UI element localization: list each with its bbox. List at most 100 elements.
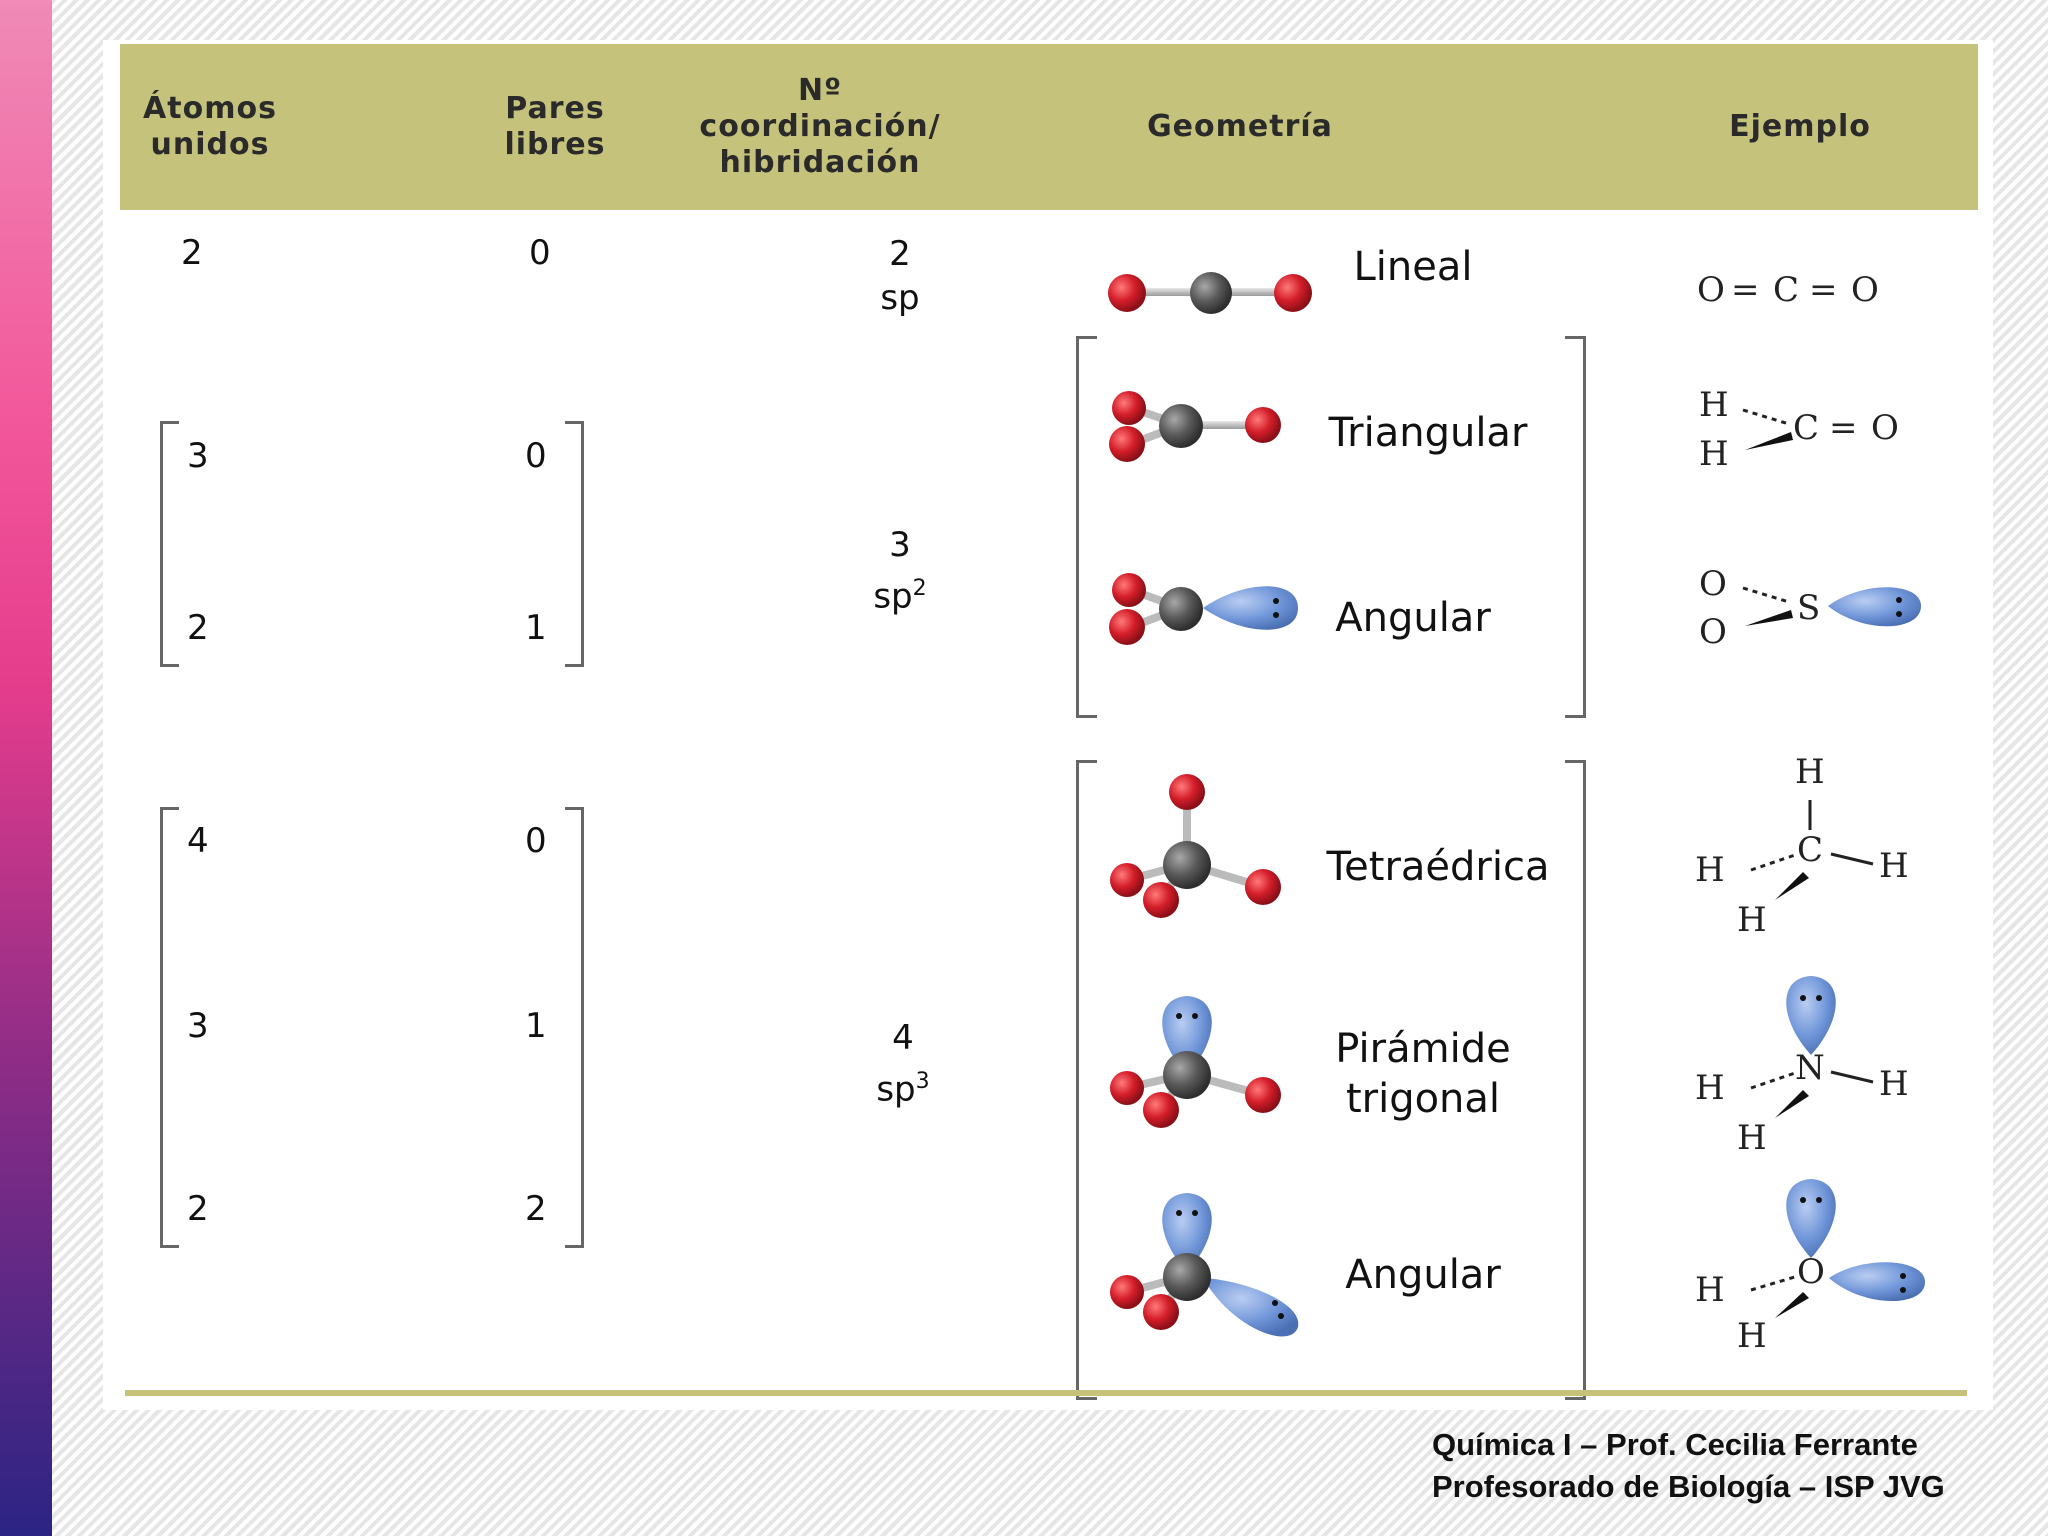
example-h2o-bonds: [1750, 1179, 1925, 1318]
pairs-row-1: 0: [529, 233, 551, 273]
header-pairs: Pares libres: [504, 91, 606, 162]
lone-pair-lobe: [1786, 976, 1836, 1055]
header-coordination: Nº coordinación/ hibridación: [699, 73, 941, 180]
slide-content: Átomos unidos Pares libres Nº coordinaci…: [103, 40, 1993, 1410]
oxygen-atom: [1110, 863, 1144, 897]
pairs-row-4: 0: [525, 821, 547, 861]
lone-pair-lobe: [1203, 586, 1298, 630]
double-bond: =: [1731, 270, 1760, 310]
atoms-row-5: 3: [187, 1006, 209, 1046]
coordination-number: 4: [892, 1018, 914, 1058]
carbon-atom: [1163, 1051, 1211, 1099]
carbon-atom: [1163, 1253, 1211, 1301]
atom-label: H: [1879, 1064, 1909, 1104]
atom-label: H: [1695, 850, 1725, 890]
oxygen-atom: [1143, 1294, 1179, 1330]
geometry-angular-sp3: Angular: [1345, 1252, 1501, 1298]
bracket-left-sp2: [160, 421, 179, 667]
atom-label: H: [1695, 1068, 1725, 1108]
atom-label: O: [1797, 1252, 1825, 1292]
coordination-number: 2: [889, 234, 911, 274]
coordination-sp2: 3 sp2: [840, 523, 960, 618]
atom-label: H: [1695, 1270, 1725, 1310]
bracket-geometry-right-sp2: [1565, 336, 1586, 718]
pairs-row-6: 2: [525, 1189, 547, 1229]
footer-line-1: Química I – Prof. Cecilia Ferrante: [1432, 1427, 1918, 1462]
model-bent-sp3: [1110, 1193, 1299, 1337]
molecule-models: [1108, 272, 1925, 1337]
atom-label: O: [1871, 408, 1899, 448]
hybridization-label: sp: [880, 278, 920, 318]
atom-label: C: [1773, 270, 1800, 310]
atom-label: O: [1697, 270, 1725, 310]
oxygen-atom: [1245, 407, 1281, 443]
double-bond: =: [1809, 270, 1838, 310]
oxygen-atom: [1110, 1275, 1144, 1309]
model-trigonal-pyramid: [1110, 996, 1281, 1128]
bracket-geometry-left-sp2: [1076, 336, 1097, 718]
decorative-sidebar: [0, 0, 52, 1536]
oxygen-atom: [1274, 274, 1312, 312]
atom-label: H: [1879, 846, 1909, 886]
geometry-tetrahedral: Tetraédrica: [1326, 844, 1550, 890]
carbon-atom: [1163, 841, 1211, 889]
lone-pair-lobe: [1162, 1193, 1212, 1272]
oxygen-atom: [1112, 391, 1146, 425]
carbon-atom: [1159, 587, 1203, 631]
atoms-row-3: 2: [187, 608, 209, 648]
atoms-row-6: 2: [187, 1189, 209, 1229]
atom-label: C: [1797, 830, 1824, 870]
atom-label: S: [1797, 588, 1821, 628]
lone-pair-lobe: [1203, 1278, 1299, 1337]
oxygen-atom: [1245, 1077, 1281, 1113]
atom-label: H: [1699, 434, 1729, 474]
pairs-row-5: 1: [525, 1006, 547, 1046]
example-ch4-bonds: [1750, 800, 1874, 900]
atom-label: O: [1851, 270, 1879, 310]
oxygen-atom: [1143, 1092, 1179, 1128]
double-bond: =: [1829, 408, 1858, 448]
pairs-row-2: 0: [525, 436, 547, 476]
example-so2-bonds: [1742, 586, 1921, 627]
hybridization-label: sp2: [873, 576, 927, 617]
model-linear: [1108, 272, 1312, 314]
footer-line-2: Profesorado de Biología – ISP JVG: [1432, 1469, 1945, 1504]
geometry-lineal: Lineal: [1353, 244, 1473, 290]
coordination-number: 3: [889, 525, 911, 565]
geometry-triangular: Triangular: [1328, 410, 1528, 456]
header-example: Ejemplo: [1729, 109, 1871, 144]
atom-label: H: [1737, 1316, 1767, 1356]
table-bottom-rule: [125, 1390, 1967, 1396]
hybridization-label: sp3: [876, 1069, 930, 1110]
coordination-sp: 2 sp: [840, 232, 960, 320]
bracket-right-sp3: [565, 807, 584, 1248]
atom-label: C: [1793, 408, 1820, 448]
atom-label: N: [1795, 1048, 1825, 1088]
oxygen-atom: [1112, 573, 1146, 607]
bracket-geometry-right-sp3: [1565, 760, 1586, 1400]
atom-label: O: [1699, 564, 1727, 604]
carbon-atom: [1190, 272, 1232, 314]
carbon-atom: [1159, 404, 1203, 448]
lone-pair-lobe: [1829, 1262, 1925, 1302]
model-tetrahedral: [1110, 774, 1281, 918]
atoms-row-1: 2: [181, 233, 203, 273]
footer-credit: Química I – Prof. Cecilia Ferrante Profe…: [1432, 1424, 1945, 1508]
pairs-row-3: 1: [525, 608, 547, 648]
bracket-right-sp2: [565, 421, 584, 667]
geometry-trigonal-pyramid: Pirámide trigonal: [1335, 1026, 1511, 1122]
atom-label: O: [1699, 612, 1727, 652]
atoms-row-4: 4: [187, 821, 209, 861]
atom-label: H: [1699, 385, 1729, 425]
oxygen-atom: [1108, 274, 1146, 312]
atom-label: H: [1737, 900, 1767, 940]
oxygen-atom: [1110, 1071, 1144, 1105]
model-bent-sp2: [1109, 573, 1298, 645]
oxygen-atom: [1245, 869, 1281, 905]
oxygen-atom: [1109, 609, 1145, 645]
table-header: Átomos unidos Pares libres Nº coordinaci…: [120, 44, 1978, 210]
example-ch2o-bonds: [1742, 408, 1793, 450]
atoms-row-2: 3: [187, 436, 209, 476]
header-atoms: Átomos unidos: [143, 91, 277, 162]
oxygen-atom: [1169, 774, 1205, 810]
